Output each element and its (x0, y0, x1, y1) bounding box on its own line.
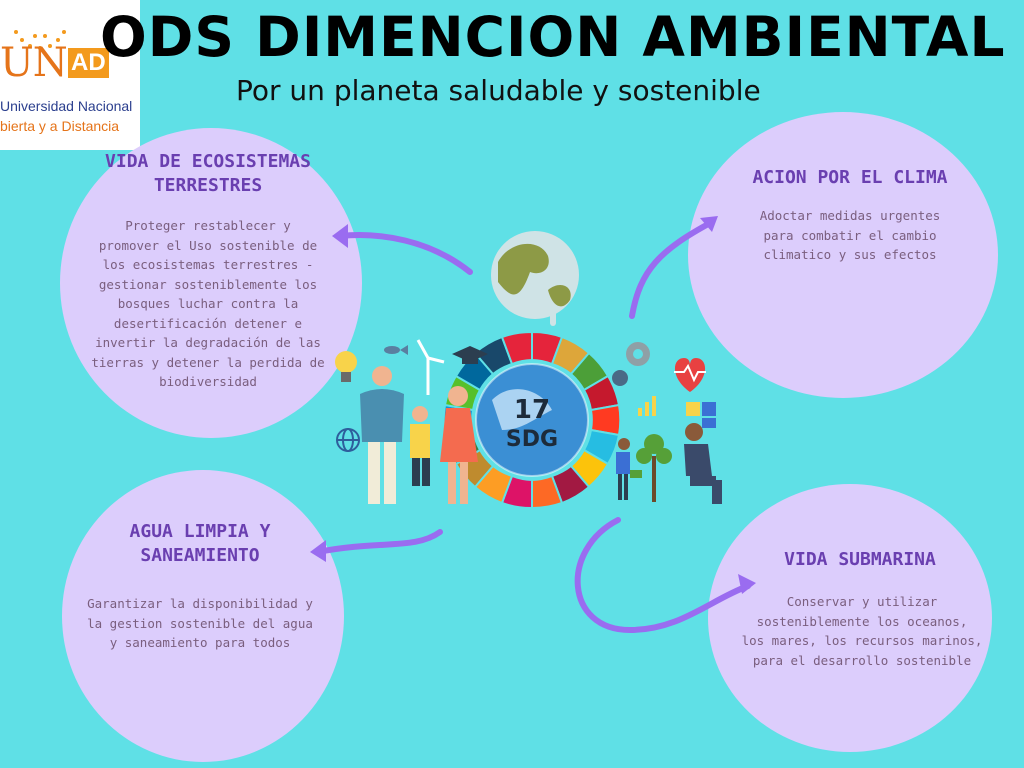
terrestres-body-line: bosques luchar contra la (117, 296, 299, 311)
terrestres-title-line: VIDA DE ECOSISTEMAS (105, 151, 311, 172)
graduation-cap-icon (452, 346, 488, 364)
clima-title: ACION POR EL CLIMA (740, 166, 960, 190)
arrow-to-agua (315, 529, 443, 555)
arrowhead-terrestres (332, 224, 348, 248)
bar-chart-icon (638, 396, 656, 416)
terrestres-body-line: invertir la degradación de las (95, 335, 321, 350)
tree-icon (636, 434, 672, 502)
clima-title-line: ACION POR EL CLIMA (752, 167, 948, 188)
agua-title: AGUA LIMPIA Y SANEAMIENTO (90, 520, 310, 568)
clima-body-line: para combatir el cambio (763, 227, 937, 243)
terrestres-title: VIDA DE ECOSISTEMAS TERRESTRES (98, 150, 318, 198)
lightbulb-icon (335, 351, 357, 382)
submarina-body-line: Conservar y utilizar (786, 594, 938, 609)
submarina-body-line: para el desarrollo sostenible (752, 652, 972, 668)
clima-body-line: Adoctar medidas urgentes (759, 208, 941, 223)
wind-turbine-icon (416, 339, 445, 395)
gear-icon (612, 342, 650, 386)
terrestres-body-line: gestionar sosteniblemente los (98, 276, 318, 292)
clima-body-line: climatico y sus efectos (763, 247, 937, 262)
agua-body-line: Garantizar la disponibilidad y (87, 596, 313, 611)
gardener-illustration (616, 423, 722, 504)
sdg-number: 17 (514, 395, 550, 425)
arrow-to-submarina (574, 517, 751, 634)
agua-body-line: la gestion sostenible del agua (87, 615, 313, 631)
clima-body: Adoctar medidas urgentes para combatir e… (740, 206, 960, 265)
terrestres-body-line: Proteger restablecer y (125, 218, 291, 233)
arrowhead-agua (310, 540, 326, 562)
arrow-to-terrestres (337, 232, 473, 275)
agua-title-line: AGUA LIMPIA Y (129, 521, 271, 542)
terrestres-body-line: desertificación detener e (113, 315, 303, 331)
circle-clima (688, 112, 998, 398)
page-subtitle: Por un planeta saludable y sostenible (236, 74, 761, 107)
logo-name: UN (0, 40, 68, 86)
logo-badge: AD (68, 48, 109, 78)
arrowhead-clima (700, 216, 718, 232)
circle-submarina (708, 484, 992, 752)
unad-logo: UN AD Universidad Nacional bierta y a Di… (0, 0, 140, 150)
logo-line-2: bierta y a Distancia (0, 118, 120, 134)
puzzle-icon (686, 402, 716, 428)
world-icon (336, 428, 360, 452)
sdg-label: SDG (506, 427, 558, 452)
arrowhead-submarina (738, 574, 756, 594)
terrestres-title-line: TERRESTRES (153, 175, 263, 196)
family-illustration (360, 366, 478, 504)
logo-sun-icon (14, 30, 66, 50)
submarina-body: Conservar y utilizar sosteniblemente los… (740, 592, 984, 670)
heart-icon (674, 358, 706, 392)
terrestres-body-line: los ecosistemas terrestres - (102, 257, 314, 272)
globe-icon (491, 231, 579, 326)
submarina-body-line: los mares, los recursos marinos, (741, 633, 983, 648)
agua-body: Garantizar la disponibilidad y la gestio… (86, 594, 314, 653)
terrestres-body: Proteger restablecer y promover el Uso s… (90, 216, 326, 392)
circle-terrestres (60, 128, 362, 438)
terrestres-body-line: tierras y detener la perdida de (91, 354, 325, 370)
logo-line-1: Universidad Nacional (0, 98, 133, 114)
submarina-title-line: VIDA SUBMARINA (784, 549, 936, 570)
agua-title-line: SANEAMIENTO (140, 545, 260, 566)
circle-agua (62, 470, 344, 762)
submarina-title: VIDA SUBMARINA (750, 548, 970, 572)
submarina-body-line: sosteniblemente los oceanos, (756, 613, 968, 629)
terrestres-body-line: promover el Uso sostenible de (98, 237, 318, 253)
arrow-to-clima (629, 219, 715, 319)
agua-body-line: y saneamiento para todos (109, 635, 291, 650)
page-title: ODS DIMENCION AMBIENTAL (100, 5, 1006, 69)
terrestres-body-line: biodiversidad (159, 374, 257, 389)
fish-icon (384, 345, 408, 355)
